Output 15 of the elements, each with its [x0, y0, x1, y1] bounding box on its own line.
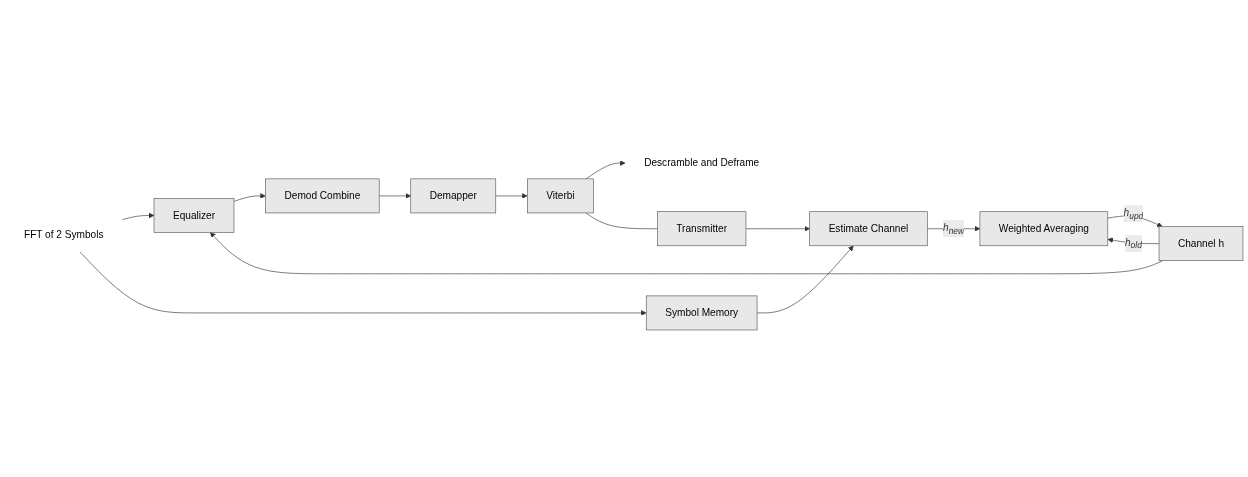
node-box: Demod Combine [265, 179, 380, 214]
node-text: FFT of 2 Symbols [23, 229, 104, 241]
node-box: Symbol Memory [645, 296, 758, 331]
node-box: Demapper [410, 179, 497, 214]
node-box: Transmitter [657, 211, 747, 247]
node-box: Estimate Channel [809, 211, 928, 247]
edge-label: h$_{new}$ [943, 222, 965, 236]
node-box: Equalizer [153, 198, 235, 234]
edge-label: h$_{old}$ [1124, 237, 1142, 251]
node-text: Descramble and Deframe [644, 157, 760, 169]
connector [585, 213, 658, 230]
node-box: Weighted Averaging [979, 211, 1109, 247]
node-box: Channel h [1158, 226, 1244, 262]
node-box: Viterbi [527, 179, 594, 214]
edge-label: h$_{upd}$ [1123, 207, 1144, 222]
